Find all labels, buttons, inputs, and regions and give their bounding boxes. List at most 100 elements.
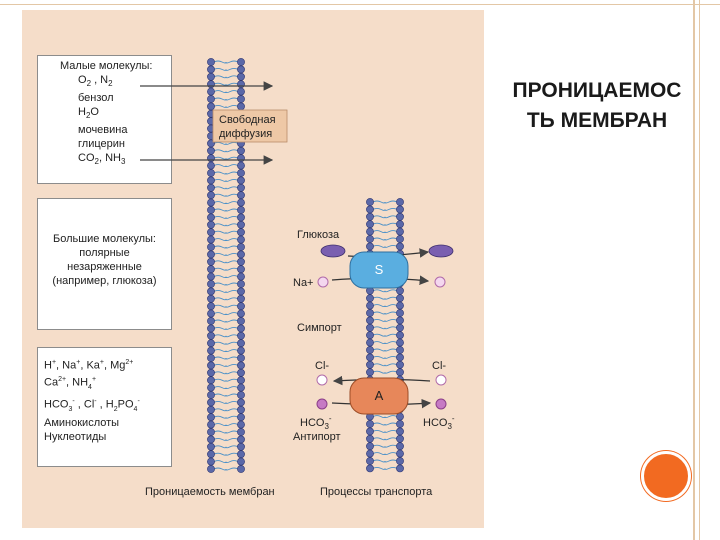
lipid-tail xyxy=(214,379,238,381)
lipid-head xyxy=(237,443,244,450)
lipid-head xyxy=(237,229,244,236)
lipid-tail xyxy=(214,461,238,463)
lipid-tail xyxy=(214,438,238,440)
lipid-head xyxy=(396,317,403,324)
right-membrane xyxy=(366,198,403,472)
lipid-tail xyxy=(214,231,238,233)
lipid-head xyxy=(366,369,373,376)
lipid-head xyxy=(396,198,403,205)
lipid-head xyxy=(237,436,244,443)
lipid-tail xyxy=(214,372,238,374)
lipid-head xyxy=(396,420,403,427)
lipid-tail xyxy=(214,246,238,248)
lipid-head xyxy=(207,266,214,273)
lipid-head xyxy=(207,103,214,110)
lipid-tail xyxy=(214,216,238,218)
lipid-head xyxy=(207,155,214,162)
lipid-tail xyxy=(373,216,397,218)
free-diffusion-label-1: Свободная xyxy=(219,114,276,126)
lipid-head xyxy=(237,95,244,102)
lipid-tail xyxy=(214,165,238,167)
lipid-head xyxy=(207,332,214,339)
glucose-molecule-right xyxy=(429,245,453,257)
lipid-tail xyxy=(214,157,238,159)
lipid-tail xyxy=(373,327,397,329)
glucose-label: Глюкоза xyxy=(297,229,340,241)
lipid-head xyxy=(207,214,214,221)
lipid-tail xyxy=(214,68,238,70)
lipid-head xyxy=(207,303,214,310)
lipid-head xyxy=(396,443,403,450)
lipid-head xyxy=(366,295,373,302)
lipid-head xyxy=(396,324,403,331)
lipid-tail xyxy=(214,61,238,63)
lipid-head xyxy=(396,332,403,339)
lipid-head xyxy=(207,258,214,265)
lipid-tail xyxy=(214,357,238,359)
lipid-head xyxy=(366,206,373,213)
slide-title-line-2: ТЬ МЕМБРАН xyxy=(482,106,712,136)
lipid-tail xyxy=(214,91,238,93)
lipid-tail xyxy=(373,305,397,307)
lipid-tail xyxy=(373,290,397,292)
lipid-head xyxy=(237,340,244,347)
lipid-tail xyxy=(214,150,238,152)
lipid-head xyxy=(237,347,244,354)
lipid-head xyxy=(207,88,214,95)
lipid-tail xyxy=(214,453,238,455)
lipid-head xyxy=(396,243,403,250)
lipid-head xyxy=(207,147,214,154)
lipid-tail xyxy=(214,401,238,403)
lipid-head xyxy=(207,236,214,243)
lipid-head xyxy=(366,235,373,242)
lipid-head xyxy=(366,420,373,427)
lipid-tail xyxy=(373,208,397,210)
lipid-head xyxy=(237,451,244,458)
lipid-tail xyxy=(373,231,397,233)
lipid-head xyxy=(237,73,244,80)
lipid-head xyxy=(207,184,214,191)
chloride-label-left: Cl- xyxy=(315,360,329,372)
lipid-head xyxy=(237,103,244,110)
lipid-head xyxy=(396,435,403,442)
lipid-head xyxy=(396,369,403,376)
lipid-tail xyxy=(373,342,397,344)
chloride-label-right: Cl- xyxy=(432,360,446,372)
lipid-head xyxy=(207,95,214,102)
lipid-head xyxy=(237,236,244,243)
lipid-head xyxy=(237,162,244,169)
lipid-head xyxy=(207,428,214,435)
lipid-head xyxy=(237,199,244,206)
lipid-tail xyxy=(214,350,238,352)
symport-carrier-label: S xyxy=(375,262,384,277)
lipid-tail xyxy=(214,268,238,270)
lipid-head xyxy=(366,213,373,220)
lipid-head xyxy=(237,88,244,95)
lipid-tail xyxy=(214,105,238,107)
lipid-head xyxy=(237,58,244,65)
lipid-head xyxy=(237,169,244,176)
lipid-head xyxy=(366,339,373,346)
lipid-tail xyxy=(373,223,397,225)
lipid-head xyxy=(237,177,244,184)
lipid-head xyxy=(207,362,214,369)
lipid-head xyxy=(366,243,373,250)
antiport-label: Антипорт xyxy=(293,431,341,443)
bicarbonate-ion-right xyxy=(436,399,446,409)
lipid-tail xyxy=(373,438,397,440)
slide-title: ПРОНИЦАЕМОС ТЬ МЕМБРАН xyxy=(482,76,712,136)
lipid-head xyxy=(396,287,403,294)
lipid-head xyxy=(237,206,244,213)
lipid-head xyxy=(237,421,244,428)
lipid-tail xyxy=(214,276,238,278)
lipid-tail xyxy=(214,416,238,418)
decorative-orange-circle xyxy=(641,451,691,501)
sodium-ion-right xyxy=(435,277,445,287)
lipid-tail xyxy=(214,320,238,322)
lipid-tail xyxy=(214,76,238,78)
lipid-head xyxy=(207,177,214,184)
lipid-head xyxy=(237,66,244,73)
lipid-head xyxy=(237,251,244,258)
lipid-tail xyxy=(373,201,397,203)
lipid-head xyxy=(207,436,214,443)
